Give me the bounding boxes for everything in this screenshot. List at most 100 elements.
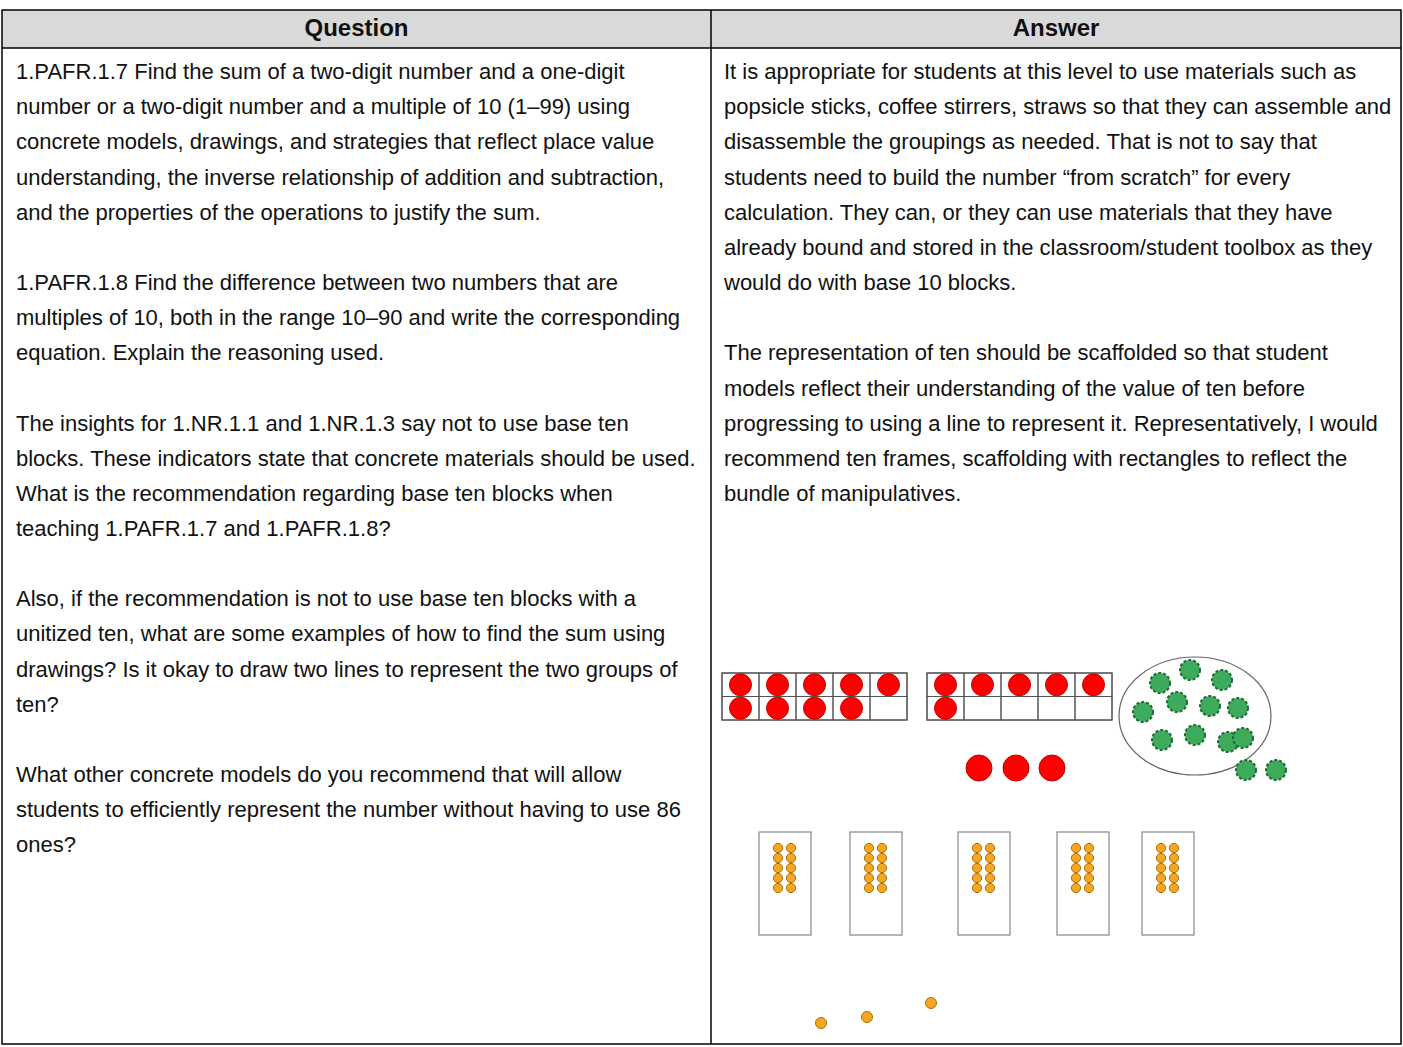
table-cell-text: Also, if the recommendation is not to us… [16, 581, 700, 722]
header-rule [2, 47, 1401, 49]
red-counter [841, 697, 863, 719]
red-counter [767, 697, 789, 719]
ten-rectangle [1142, 832, 1194, 935]
orange-dot [1156, 873, 1165, 882]
table-cell-text: What other concrete models do you recomm… [16, 757, 700, 863]
orange-dot [1071, 883, 1080, 892]
ten-rectangle [759, 832, 811, 935]
red-counter [972, 674, 994, 696]
frame-cell [1001, 697, 1038, 721]
orange-dot [972, 863, 981, 872]
orange-dot [773, 883, 782, 892]
orange-dot [877, 873, 886, 882]
bundle-oval [1119, 657, 1271, 775]
orange-dot [864, 863, 873, 872]
answer-column: It is appropriate for students at this l… [724, 54, 1392, 511]
orange-dot [877, 863, 886, 872]
orange-dot [1071, 853, 1080, 862]
orange-dot [985, 873, 994, 882]
table-cell-text: 1.PAFR.1.8 Find the difference between t… [16, 265, 700, 371]
orange-dot [1071, 873, 1080, 882]
red-counter [1009, 674, 1031, 696]
orange-dot [773, 843, 782, 852]
frame-cell [870, 673, 907, 697]
green-counter [1228, 698, 1248, 718]
orange-dot [1169, 883, 1178, 892]
ten-frame [927, 673, 1112, 720]
red-counter [804, 697, 826, 719]
red-counter [935, 697, 957, 719]
orange-dot [1156, 883, 1165, 892]
red-counter [966, 755, 992, 781]
frame-cell [964, 697, 1001, 721]
column-rule [710, 10, 712, 1044]
orange-dot [1156, 863, 1165, 872]
red-counter [730, 674, 752, 696]
green-counter [1266, 760, 1286, 780]
frame-cell [759, 673, 796, 697]
ten-frame-illustration [722, 657, 1286, 1029]
orange-dot [877, 843, 886, 852]
orange-dot [972, 853, 981, 862]
orange-dot [972, 873, 981, 882]
table-grid [2, 10, 1401, 1044]
green-counter [1167, 692, 1187, 712]
green-counter [1180, 660, 1200, 680]
orange-dot [1084, 853, 1093, 862]
column-header: Question [2, 14, 711, 42]
orange-dot [1156, 843, 1165, 852]
frame-cell [722, 697, 759, 721]
red-counter [1039, 755, 1065, 781]
orange-dot [1084, 843, 1093, 852]
table-cell-text: The insights for 1.NR.1.1 and 1.NR.1.3 s… [16, 406, 700, 547]
frame-cell [796, 697, 833, 721]
red-counter [1046, 674, 1068, 696]
orange-dot [816, 1018, 827, 1029]
ten-frame [722, 673, 907, 720]
frame-cell [964, 673, 1001, 697]
frame-cell [722, 673, 759, 697]
frame-cell [1038, 697, 1075, 721]
orange-dot [864, 883, 873, 892]
frame-cell [1001, 673, 1038, 697]
red-counter [841, 674, 863, 696]
orange-dot [1071, 843, 1080, 852]
frame-cell [927, 697, 964, 721]
frame-cell [759, 697, 796, 721]
orange-dot [773, 853, 782, 862]
frame-cell [833, 697, 870, 721]
orange-dot [786, 873, 795, 882]
orange-dot [972, 843, 981, 852]
orange-dot [864, 853, 873, 862]
orange-dot [926, 998, 937, 1009]
ten-rectangle [1057, 832, 1109, 935]
frame-cell [870, 697, 907, 721]
red-counter [804, 674, 826, 696]
orange-dot [985, 843, 994, 852]
orange-dot [1169, 853, 1178, 862]
orange-dot [862, 1012, 873, 1023]
orange-dot [773, 873, 782, 882]
orange-dot [1084, 873, 1093, 882]
green-counter [1150, 673, 1170, 693]
orange-dot [985, 863, 994, 872]
orange-dot [864, 843, 873, 852]
orange-dot [985, 883, 994, 892]
orange-dot [773, 863, 782, 872]
orange-dot [786, 863, 795, 872]
orange-dot [1084, 863, 1093, 872]
red-counter [767, 674, 789, 696]
red-counter [1003, 755, 1029, 781]
frame-cell [1038, 673, 1075, 697]
orange-dot [786, 883, 795, 892]
orange-dot [1071, 863, 1080, 872]
orange-dot [877, 883, 886, 892]
orange-dot [1169, 863, 1178, 872]
table-cell-text: It is appropriate for students at this l… [724, 54, 1392, 300]
table-cell-text: The representation of ten should be scaf… [724, 335, 1392, 511]
frame-cell [927, 673, 964, 697]
orange-dot [786, 853, 795, 862]
frame-cell [1075, 697, 1112, 721]
orange-dot [985, 853, 994, 862]
orange-dot [864, 873, 873, 882]
